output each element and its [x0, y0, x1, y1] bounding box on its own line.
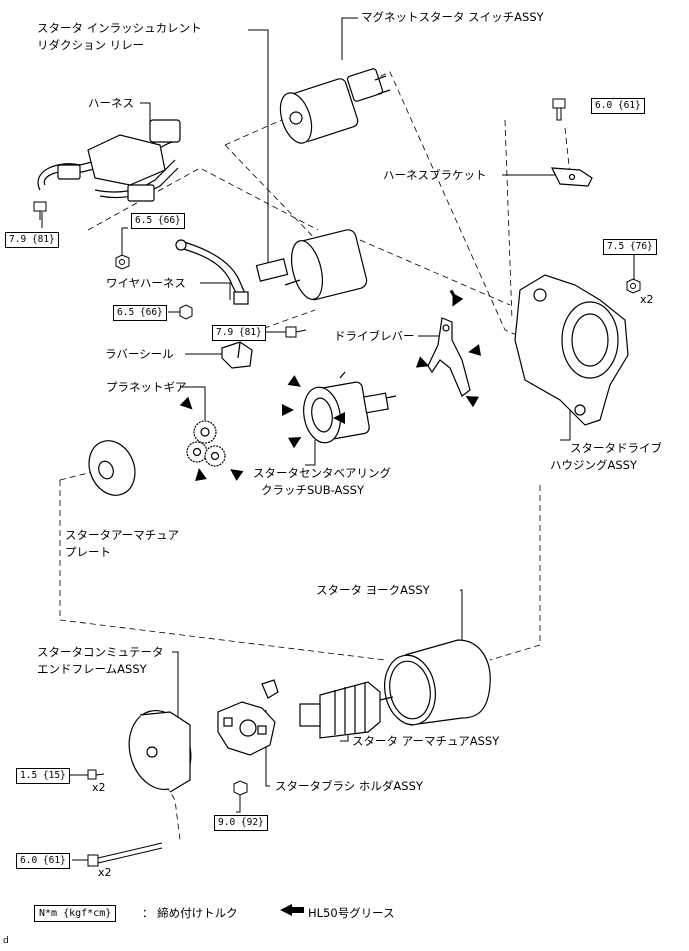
- yoke-part: [384, 639, 491, 726]
- qty-nut-76: x2: [640, 293, 654, 306]
- commutator-frame-part: [128, 709, 192, 793]
- nut-92: [233, 780, 248, 796]
- label-harness: ハーネス: [88, 96, 134, 110]
- legend-grease-text: HL50号グリース: [308, 906, 395, 920]
- inrush-relay-part: [255, 229, 368, 301]
- harness-bracket-part: [550, 167, 593, 187]
- armature-part: [299, 681, 394, 739]
- leader-wire-harness: [200, 282, 231, 300]
- torque-bolt-81: 7.9 {81}: [212, 325, 266, 341]
- leader-inrush-relay: [248, 29, 269, 268]
- label-rubber-seal: ラバーシール: [105, 347, 174, 361]
- planet-gears-part: [186, 420, 226, 467]
- leader-drive-housing: [560, 405, 571, 441]
- grease-arrows: [179, 289, 482, 916]
- leader-nut-66a: [121, 227, 128, 258]
- torque-harness-bolt: 7.9 {81}: [5, 232, 59, 248]
- label-armature-plate-2: プレート: [65, 545, 111, 559]
- legend-unit-box: N*m {kgf*cm}: [34, 905, 117, 922]
- label-drive-housing-2: ハウジングASSY: [550, 458, 637, 472]
- qty-throughbolt: x2: [98, 866, 112, 879]
- leader-harness: [140, 102, 151, 130]
- rubber-seal-part: [221, 341, 253, 369]
- drive-housing-part: [514, 274, 629, 426]
- wire-harness-part: [175, 239, 249, 305]
- label-inrush-relay-2: リダクション リレー: [37, 38, 145, 52]
- torque-nut-66a: 6.5 {66}: [131, 213, 185, 229]
- bolt-81: [285, 326, 307, 338]
- dash-ref-6: [504, 119, 513, 321]
- nut-66a: [115, 254, 130, 270]
- torque-nut-92: 9.0 {92}: [214, 815, 268, 831]
- label-yoke: スタータ ヨークASSY: [316, 583, 430, 597]
- magnet-switch-part: [279, 68, 391, 144]
- label-drive-lever: ドライブレバー: [334, 329, 415, 343]
- label-center-bearing-2: クラッチSUB-ASSY: [261, 483, 364, 497]
- bracket-bolt: [552, 98, 566, 121]
- center-bearing-part: [303, 371, 397, 444]
- label-planet-gear: プラネットギア: [106, 380, 187, 394]
- torque-screw-15: 1.5 {15}: [16, 768, 70, 784]
- label-brush-holder: スタータブラシ ホルダASSY: [275, 779, 423, 793]
- torque-nut-76: 7.5 {76}: [603, 239, 657, 255]
- harness-bolt: [33, 201, 47, 220]
- harness-part: [37, 119, 181, 202]
- label-harness-bracket: ハーネスブラケット: [383, 168, 487, 182]
- through-bolt: [87, 842, 163, 867]
- label-commutator-frame-1: スタータコンミュテータ: [37, 645, 164, 659]
- leader-commutator: [172, 651, 179, 720]
- drive-lever-part: [427, 317, 471, 397]
- torque-bracket-bolt: 6.0 {61}: [591, 98, 645, 114]
- label-magnet-switch: マグネットスタータ スイッチASSY: [361, 10, 544, 24]
- torque-nut-66b: 6.5 {66}: [113, 305, 167, 321]
- leader-nut-92: [236, 795, 241, 813]
- leader-magnet-switch: [341, 17, 358, 60]
- dash-ref-9: [59, 480, 386, 661]
- brush-holder-part: [217, 679, 279, 756]
- nut-76: [626, 278, 641, 294]
- qty-screw-15: x2: [92, 781, 106, 794]
- dash-ref-7: [564, 127, 571, 176]
- leader-planet-gear: [180, 386, 206, 420]
- label-armature: スタータ アーマチュアASSY: [352, 734, 500, 748]
- torque-throughbolt-61: 6.0 {61}: [16, 853, 70, 869]
- label-wire-harness: ワイヤハーネス: [106, 276, 186, 290]
- footer-code: d: [3, 936, 9, 946]
- dash-ref-3: [87, 167, 319, 231]
- dash-ref-10: [489, 485, 541, 661]
- label-drive-housing-1: スタータドライブ: [570, 441, 662, 455]
- label-commutator-frame-2: エンドフレームASSY: [37, 662, 147, 676]
- label-center-bearing-1: スタータセンタベアリング: [253, 466, 391, 480]
- label-armature-plate-1: スタータアーマチュア: [65, 528, 180, 542]
- nut-66b: [179, 304, 193, 320]
- screw-15: [87, 769, 105, 780]
- armature-plate-part: [88, 440, 136, 496]
- leader-yoke: [460, 589, 463, 640]
- label-inrush-relay-1: スタータ インラッシュカレント: [37, 21, 202, 35]
- dash-ref-5: [359, 239, 511, 306]
- legend-torque-text: ： 締め付けトルク: [142, 906, 238, 920]
- leader-center-bearing: [305, 440, 316, 466]
